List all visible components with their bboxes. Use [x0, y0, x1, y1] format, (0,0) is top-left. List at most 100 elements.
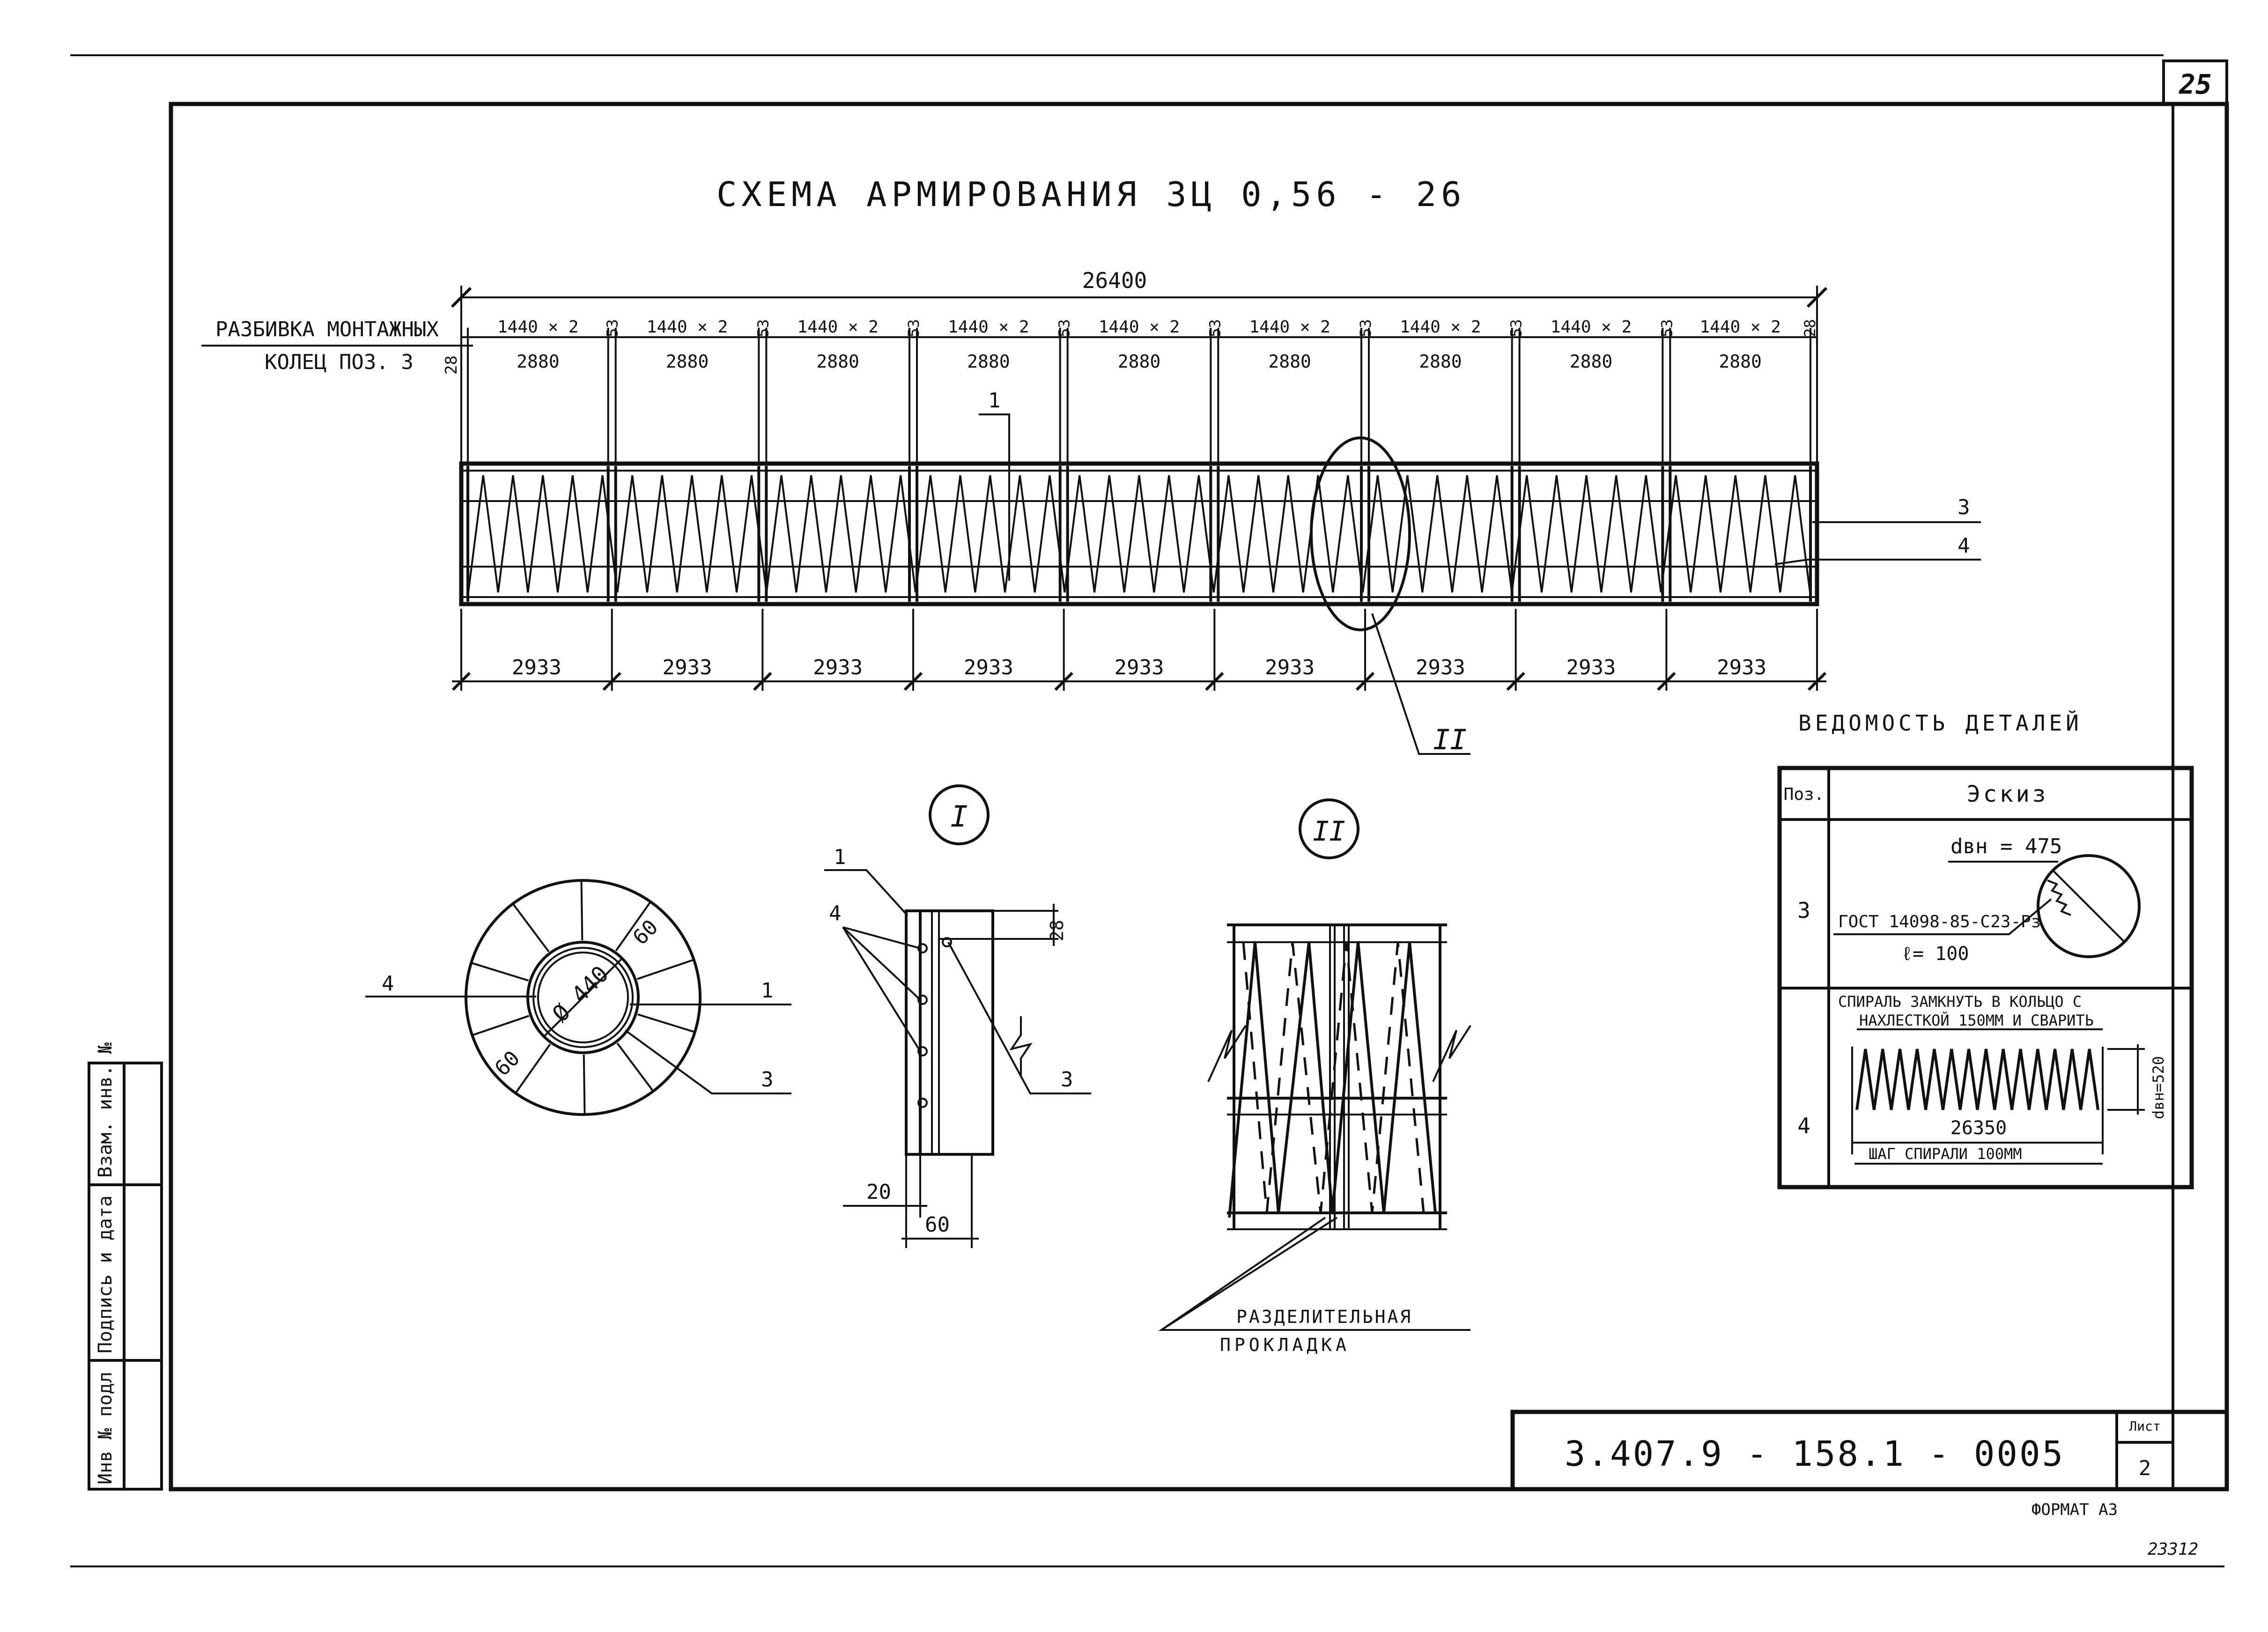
ring-module-top: 1440 × 2: [948, 318, 1029, 337]
section-I-marker-label: I: [950, 799, 968, 834]
detail-II-note-line2: ПРОКЛАДКА: [1220, 1335, 1350, 1355]
spiral-rebar: [467, 475, 1811, 593]
detail-I-dim-28: 28: [1047, 920, 1067, 941]
segment-length-label: 2933: [1265, 656, 1315, 679]
drawing-title: СХЕМА АРМИРОВАНИЯ ЗЦ 0,56 - 26: [717, 175, 1466, 214]
ring-module-bottom: 2880: [967, 351, 1010, 372]
ring-gap-label: 53: [1658, 319, 1676, 337]
section-callout-4: 4: [382, 972, 394, 996]
section-callout-3-leader: [624, 1029, 791, 1094]
ring-module-top: 1440 × 2: [1099, 318, 1180, 337]
schedule-col-pos: Поз.: [1784, 785, 1825, 804]
ring-dimension-row: 1440 × 2 2880 53 1440 × 2 2880 53 1440 × 2 2880…: [461, 318, 1819, 464]
schedule-row4-note-line2: НАХЛЕСТКОЙ 150ММ И СВАРИТЬ: [1859, 1012, 2094, 1029]
ring-module-top: 1440 × 2: [1400, 318, 1481, 337]
ring-sketch: [2037, 854, 2141, 958]
section-radial-line: [636, 959, 694, 980]
ring-module-bottom: 2880: [1118, 351, 1161, 372]
segment-length-label: 2933: [1717, 656, 1766, 679]
section-radial-line: [512, 903, 550, 953]
ring-module-top: 1440 × 2: [1699, 318, 1780, 337]
side-stamp-field-replace: Взам. инв. №: [95, 1042, 116, 1178]
schedule-row3-gost: ГОСТ 14098-85-С23-Рз: [1838, 912, 2041, 931]
section-dim-60-top: 60: [628, 915, 663, 950]
ring-gap-label: 53: [1206, 319, 1224, 337]
detail-I-callout-3-leader: [947, 942, 1091, 1094]
segment-length-label: 2933: [512, 656, 561, 679]
ring-gap-label: 53: [1056, 319, 1073, 337]
ring-module-bottom: 2880: [1419, 351, 1462, 372]
main-elevation: 26400 РАЗБИВКА МОНТАЖНЫХ КОЛЕЦ ПОЗ. 3 28…: [201, 268, 1981, 756]
section-radial-line: [580, 880, 584, 941]
ring-gap-label: 53: [1357, 319, 1374, 337]
section-radial-line: [615, 901, 651, 952]
detail-II-break-left: [1207, 1025, 1247, 1082]
schedule-row3-leader: [1833, 898, 2052, 935]
section-diameter-line: [542, 957, 624, 1038]
ring-module-top: 1440 × 2: [1249, 318, 1330, 337]
detail-II-spiral-front: [1228, 942, 1437, 1218]
callout-3-label: 3: [1958, 495, 1970, 519]
detail-II-marker-circle: [1310, 436, 1411, 631]
ring-end-gap-right: 28: [1801, 319, 1819, 337]
callout-1-leader: [979, 414, 1010, 581]
section-radial-line: [471, 962, 529, 982]
section-radial-lines: [471, 880, 695, 1115]
section-radial-line: [583, 1054, 586, 1115]
detail-II-marker-label: II: [1433, 724, 1467, 756]
overall-length-label: 26400: [1082, 268, 1147, 293]
section-radial-line: [515, 1043, 551, 1094]
side-stamp-field-archive: Инв № подл: [95, 1372, 116, 1484]
segment-length-label: 2933: [1115, 656, 1164, 679]
segment-length-label: 2933: [1566, 656, 1616, 679]
schedule-row4-note-line1: СПИРАЛЬ ЗАМКНУТЬ В КОЛЬЦО С: [1838, 993, 2082, 1011]
section-I-marker-circle: [929, 784, 990, 845]
section-radial-line: [616, 1042, 654, 1092]
ring-module-top: 1440 × 2: [797, 318, 878, 337]
page-number-box: 25: [2162, 59, 2228, 105]
archive-number: 23312: [2148, 1540, 2198, 1559]
ring-weld-mark: [2047, 879, 2071, 916]
schedule-row3-overlap: ℓ= 100: [1901, 943, 1969, 965]
schedule-row4-dia: dвн=520: [2150, 1056, 2167, 1119]
ring-module-bottom: 2880: [816, 351, 859, 372]
schedule-table: [1777, 766, 2194, 1189]
ring-module-bottom: 2880: [1268, 351, 1311, 372]
detail-I-callout-1: 1: [834, 845, 846, 869]
section-diameter-label: Ø 440: [547, 961, 614, 1027]
parts-schedule: ВЕДОМОСТЬ ДЕТАЛЕЙ Поз. Эскиз 3 dвн = 475…: [1777, 710, 2194, 1189]
sheet-label: Лист: [2129, 1418, 2160, 1434]
detail-II-title-circle: [1299, 798, 1359, 859]
detail-I-dim-20: 20: [866, 1180, 891, 1204]
section-I: I Ø 440 60 60 4 1 3: [365, 784, 990, 1116]
side-stamp: Инв № подл Подпись и дата Взам. инв. №: [88, 1042, 163, 1491]
detail-I-wall: [905, 909, 994, 1156]
drawing-code: 3.407.9 - 158.1 - 0005: [1565, 1434, 2065, 1474]
segment-length-label: 2933: [1416, 656, 1465, 679]
segment-length-label: 2933: [964, 656, 1013, 679]
title-block: 3.407.9 - 158.1 - 0005 Лист 2: [1510, 1410, 2229, 1492]
ring-module-bottom: 2880: [1719, 351, 1762, 372]
detail-I-break: [1009, 1016, 1033, 1077]
ring-gap-label: 53: [754, 319, 772, 337]
schedule-row4-pos: 4: [1797, 1113, 1810, 1138]
page-number: 25: [2179, 68, 2212, 100]
schedule-row3-diameter: dвн = 475: [1950, 834, 2062, 858]
section-radial-line: [472, 1015, 530, 1036]
section-callout-3: 3: [761, 1068, 774, 1092]
detail-II-title: II: [1313, 815, 1345, 847]
detail-I-callout-1-leader: [824, 869, 909, 916]
ring-module-bottom: 2880: [1570, 351, 1613, 372]
schedule-row3-pos: 3: [1797, 898, 1810, 923]
side-stamp-field-signature: Подпись и дата: [95, 1196, 116, 1353]
detail-II-spiral-back: [1242, 942, 1425, 1213]
detail-I-dim-60: 60: [925, 1213, 950, 1237]
beam-outline: [459, 461, 1819, 606]
segment-length-label: 2933: [813, 656, 863, 679]
section-callout-1: 1: [761, 979, 774, 1003]
callout-1-label: 1: [988, 389, 1001, 413]
ring-module-bottom: 2880: [666, 351, 709, 372]
sheet-frame: [70, 54, 2229, 1567]
